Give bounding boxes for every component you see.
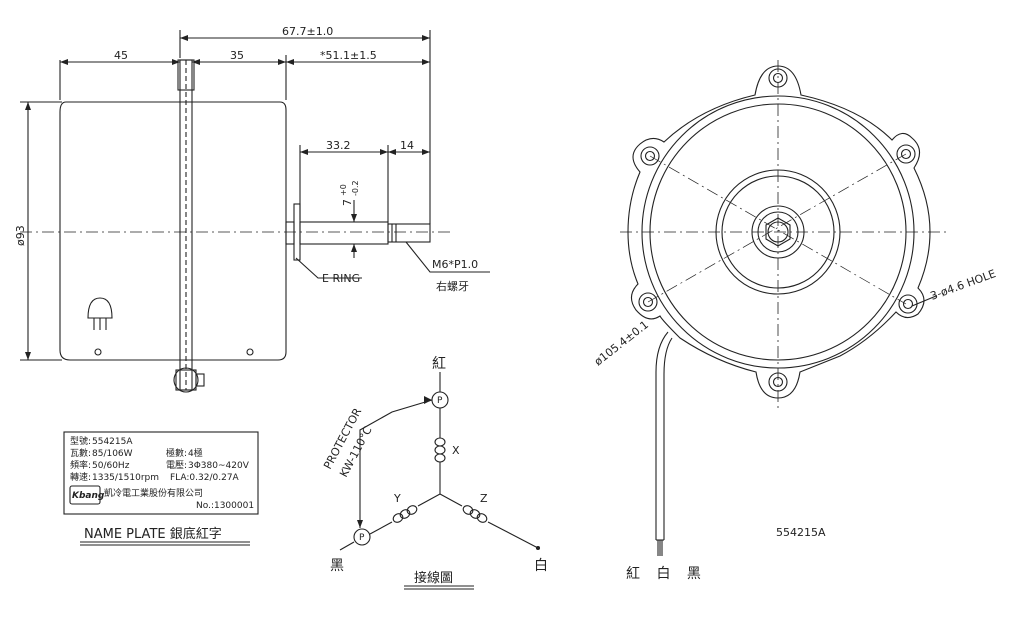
dim-holes: 3-ø4.6 HOLE [929, 267, 998, 303]
np-row3-label: 頻率: [70, 459, 91, 471]
protector-symbol-top: P [437, 396, 443, 406]
mounting-hole-right-bottom [898, 294, 918, 314]
flange-outline [627, 65, 931, 399]
dim-body-length: 45 [114, 49, 128, 62]
lead-wire [655, 331, 673, 540]
thread-label: M6*P1.0 [432, 258, 478, 271]
bearing [751, 205, 805, 259]
terminal-block [87, 297, 113, 319]
housing-mid [715, 169, 841, 295]
housing-outer [641, 95, 915, 369]
mounting-hole-left-bottom [638, 292, 658, 312]
e-ring-label: E RING [322, 272, 360, 285]
coil-z-label: Z [480, 492, 488, 505]
np-row1-value: 554215A [92, 437, 133, 447]
shaft-end [767, 221, 789, 243]
dim-shaft-length: 33.2 [326, 139, 351, 152]
dim-flat-tol-upper: +0 [339, 184, 348, 196]
np-row1-label: 型號: [70, 435, 91, 447]
mounting-hole-right-top [896, 144, 916, 164]
np-serial: No.:1300001 [196, 501, 254, 511]
front-model-label: 554215A [776, 526, 826, 539]
thread-direction-label: 右螺牙 [436, 279, 469, 293]
shaft-thread [387, 223, 431, 243]
np-row4b-value: FLA:0.32/0.27A [170, 473, 240, 483]
lead-colors-label: 紅 白 黑 [626, 566, 707, 582]
dim-mount-offset: 35 [230, 49, 244, 62]
lead-red-label: 紅 [432, 356, 446, 372]
dim-thread-length: 14 [400, 139, 414, 152]
dim-diameter: ø93 [14, 225, 27, 246]
mounting-hole-top [768, 68, 788, 88]
wiring-caption: 接線圖 [414, 570, 453, 586]
protector-symbol-bottom: P [359, 533, 365, 543]
np-row2b-label: 極數: [166, 447, 187, 459]
coil-y [392, 505, 418, 523]
wiring-diagram [339, 372, 541, 590]
lead-white-label: 白 [534, 558, 548, 574]
dim-overall-length: 67.7±1.0 [282, 25, 333, 38]
np-row2-label: 瓦數: [70, 447, 91, 459]
np-row4-value: 1335/1510rpm [92, 473, 159, 483]
lead-black-label: 黑 [330, 558, 344, 574]
np-company: 凱冷電工業股份有限公司 [104, 487, 203, 499]
motor-body [59, 101, 287, 361]
dim-bolt-circle: ø105.4±0.1 [592, 318, 651, 368]
np-row3b-value: 3Φ380~420V [188, 461, 250, 471]
coil-y-label: Y [393, 492, 401, 505]
dim-flat-tol-lower: -0.2 [351, 180, 360, 196]
coil-x [434, 437, 446, 463]
np-row3-value: 50/60Hz [92, 461, 130, 471]
mounting-hole-left-top [640, 146, 660, 166]
np-row3b-label: 電壓: [166, 460, 187, 471]
protector-bottom [353, 528, 371, 546]
np-row4-label: 轉速: [70, 471, 91, 483]
np-row2-value: 85/106W [92, 449, 133, 459]
mounting-hole-bottom [768, 372, 788, 392]
coil-z [462, 505, 488, 523]
nameplate [63, 431, 259, 546]
side-view [20, 30, 490, 393]
front-view [620, 60, 950, 556]
shaft-flange [285, 221, 295, 245]
coil-x-label: X [452, 444, 460, 457]
nameplate-caption: NAME PLATE 銀底紅字 [84, 526, 222, 542]
dim-shaft-extension: *51.1±1.5 [320, 49, 377, 62]
shaft [299, 221, 389, 245]
np-row2b-value: 4極 [188, 447, 203, 459]
dim-flat: 7 [341, 199, 354, 206]
np-logo: Kbang [72, 491, 105, 501]
mount-foot [173, 367, 199, 393]
